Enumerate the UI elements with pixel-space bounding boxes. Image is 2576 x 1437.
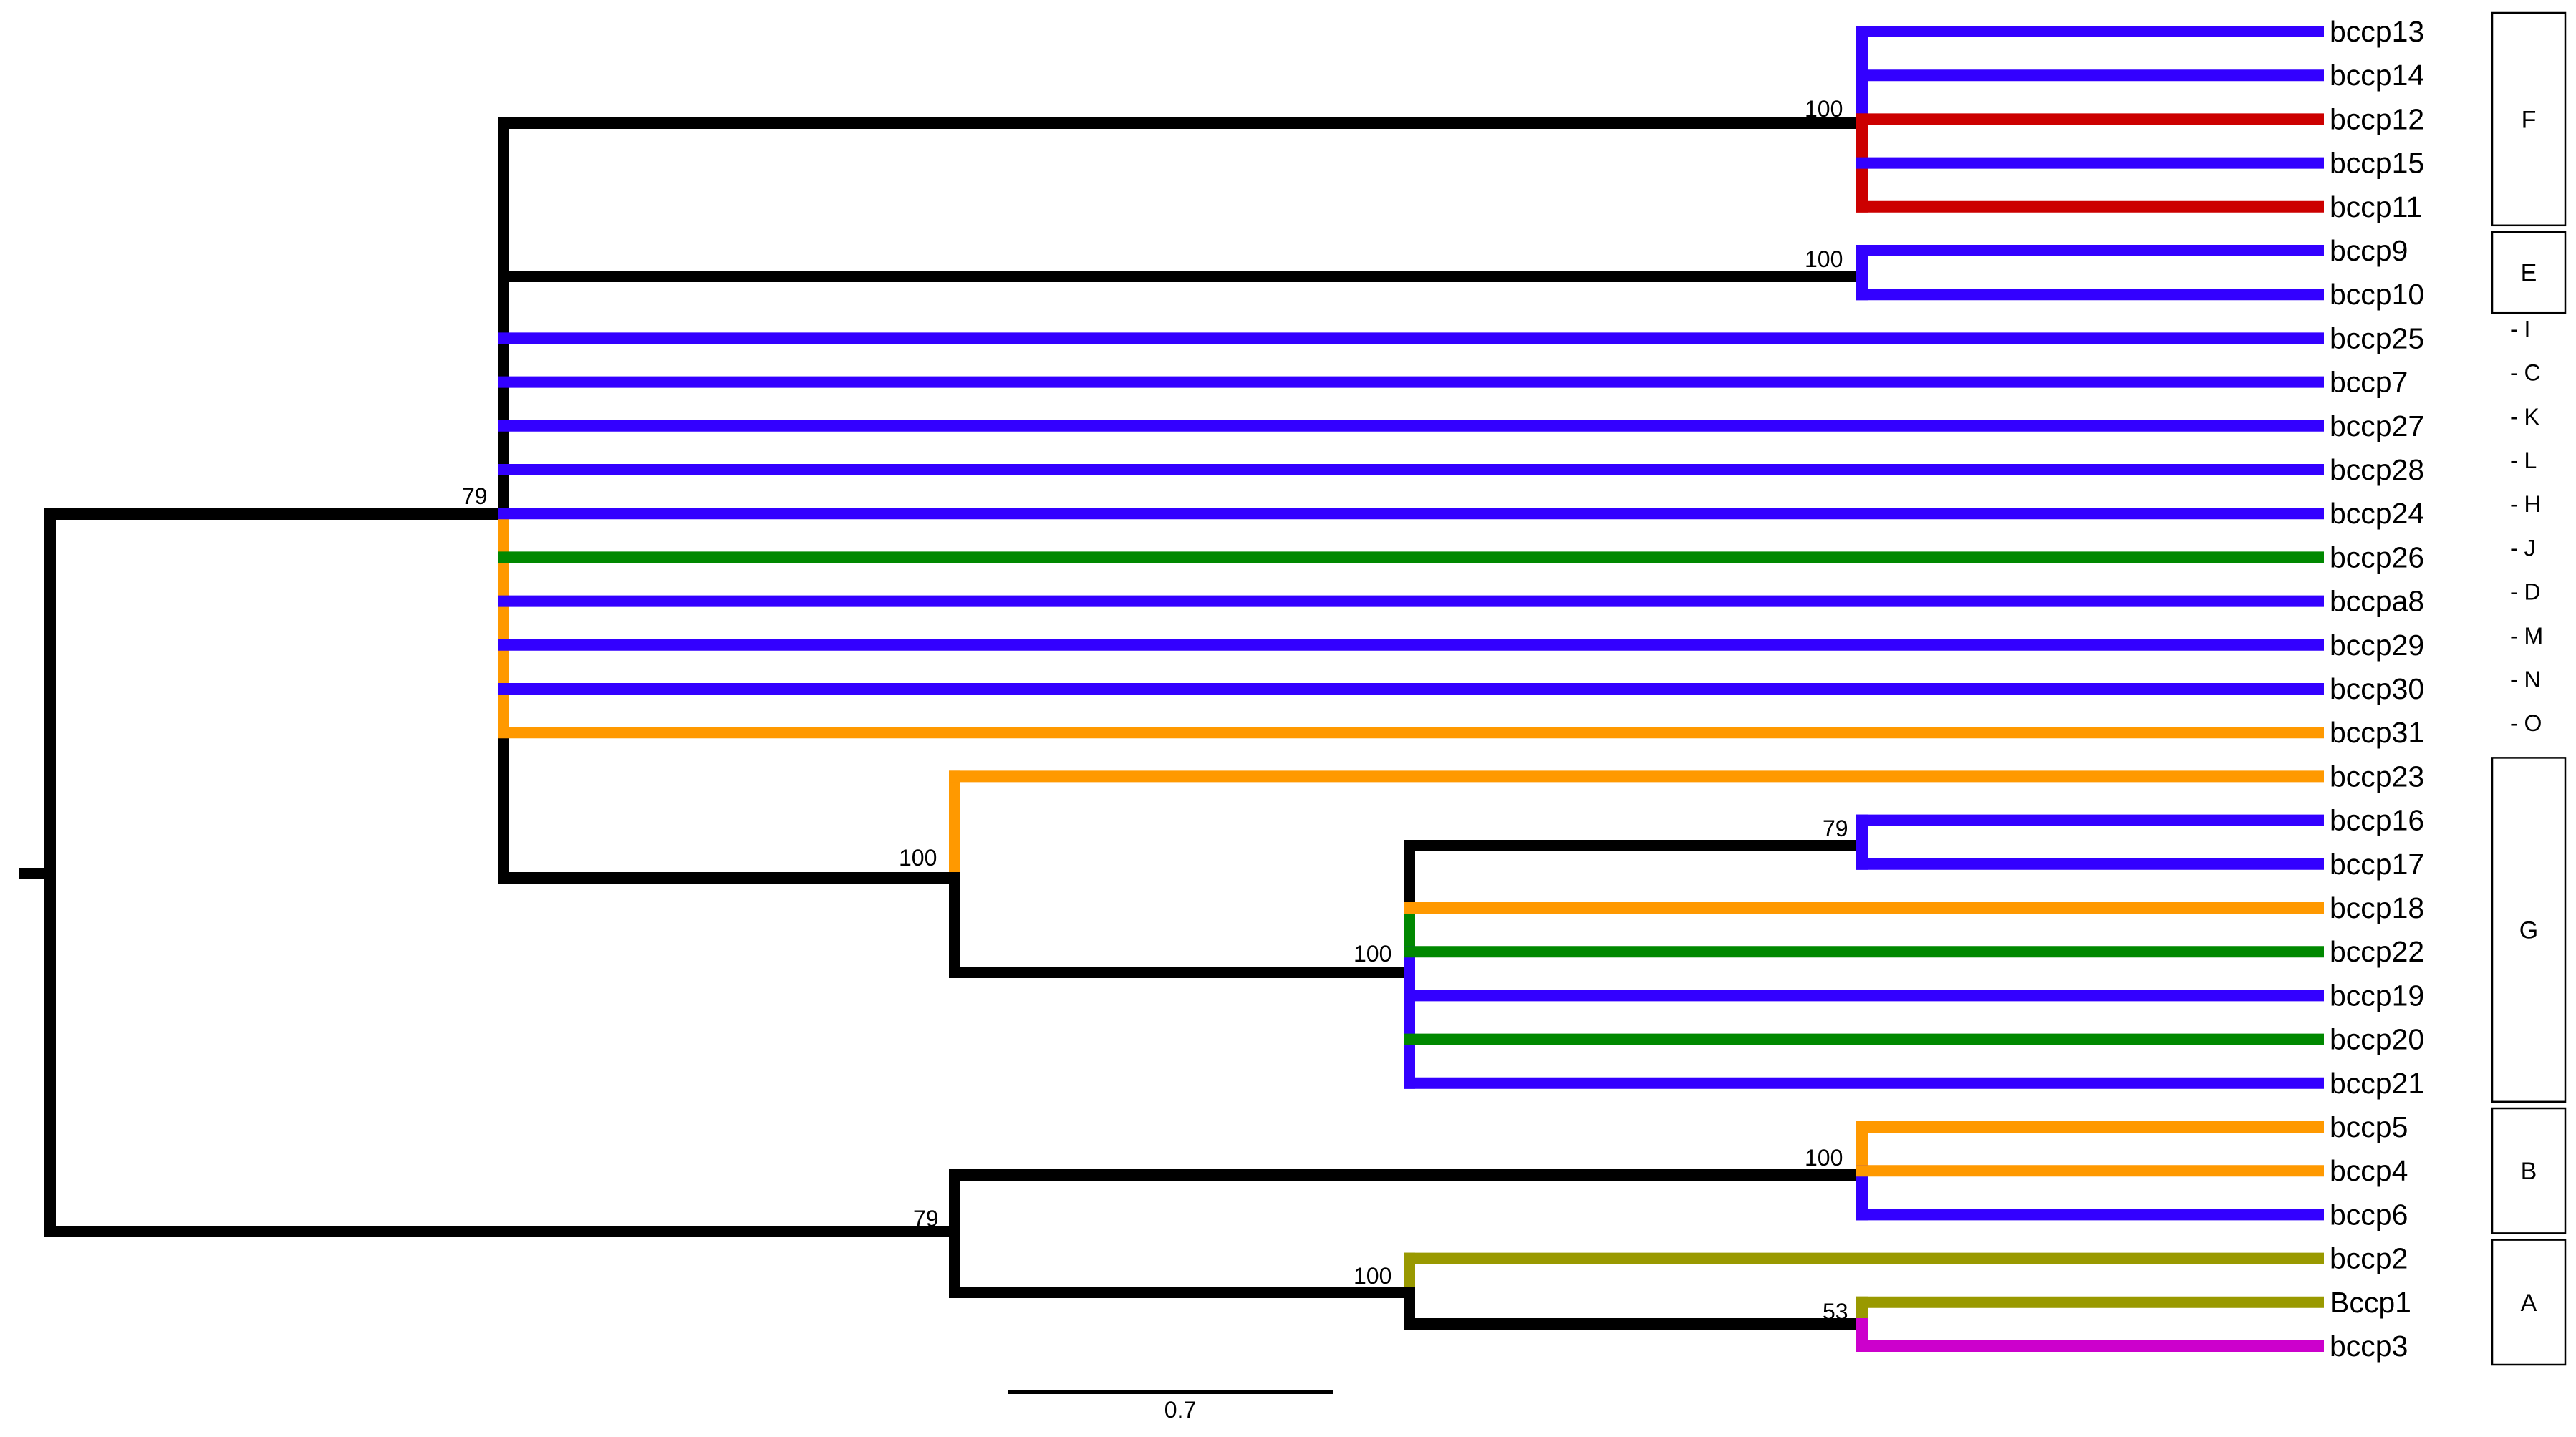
clade-label-A: A: [2521, 1290, 2537, 1317]
leaf-label-bccp22: bccp22: [2330, 935, 2424, 968]
leaf-label-bccp21: bccp21: [2330, 1067, 2424, 1100]
leaf-label-bccp25: bccp25: [2330, 321, 2424, 354]
leaf-label-bccp3: bccp3: [2330, 1330, 2408, 1363]
leaf-label-bccp14: bccp14: [2330, 59, 2424, 92]
leaf-label-bccp9: bccp9: [2330, 234, 2408, 267]
clade-label-G: G: [2519, 917, 2538, 944]
singleton-label-bccp27: - K: [2510, 404, 2539, 430]
leaf-label-bccp7: bccp7: [2330, 366, 2408, 399]
leaf-label-bccp15: bccp15: [2330, 147, 2424, 180]
tree-branches: [19, 26, 2324, 1352]
singleton-label-bccp30: - N: [2510, 667, 2541, 692]
leaf-label-bccp4: bccp4: [2330, 1154, 2408, 1187]
clade-box-E: [2491, 231, 2567, 314]
support-G: 100: [899, 845, 937, 871]
clade-box-B: [2491, 1107, 2567, 1234]
singleton-label-bccp7: - C: [2510, 360, 2541, 386]
clade-box-F: [2491, 11, 2567, 227]
clade-label-B: B: [2521, 1158, 2537, 1185]
leaf-label-bccp12: bccp12: [2330, 102, 2424, 135]
singleton-label-bccp25: - I: [2510, 316, 2530, 342]
leaf-label-bccp19: bccp19: [2330, 979, 2424, 1012]
support-A: 100: [1354, 1263, 1391, 1289]
support-G-inner: 100: [1354, 941, 1391, 967]
leaf-label-bccp11: bccp11: [2330, 190, 2422, 223]
singleton-label-bccp24: - H: [2510, 491, 2541, 517]
leaf-label-bccp18: bccp18: [2330, 891, 2424, 924]
clade-box-A: [2491, 1239, 2567, 1366]
leaf-label-bccp26: bccp26: [2330, 541, 2424, 574]
singleton-label-bccpa8: - D: [2510, 579, 2541, 605]
support-G-16-17: 79: [1823, 816, 1848, 841]
support-F: 100: [1805, 96, 1843, 122]
leaf-label-bccp6: bccp6: [2330, 1198, 2408, 1231]
support-AB: 79: [913, 1206, 939, 1232]
leaf-label-bccp27: bccp27: [2330, 410, 2424, 442]
leaf-label-bccp29: bccp29: [2330, 629, 2424, 662]
leaf-label-bccp31: bccp31: [2330, 716, 2424, 749]
leaf-label-bccp10: bccp10: [2330, 278, 2424, 311]
leaf-label-bccp13: bccp13: [2330, 15, 2424, 48]
support-E: 100: [1805, 246, 1843, 272]
clade-label-F: F: [2522, 106, 2537, 133]
leaf-labels: bccp13 bccp14 bccp12 bccp15 bccp11 bccp9 bccp1…: [2330, 15, 2424, 1363]
leaf-label-bccp23: bccp23: [2330, 760, 2424, 793]
singleton-label-bccp31: - O: [2510, 710, 2542, 736]
clade-box-G: [2491, 757, 2567, 1103]
scale-bar-label: 0.7: [1164, 1397, 1196, 1423]
singleton-group-labels: - I - C - K - L - H - J - D - M - N - O: [2510, 316, 2543, 736]
leaf-label-bccp17: bccp17: [2330, 848, 2424, 881]
leaf-label-bccp5: bccp5: [2330, 1111, 2408, 1143]
leaf-label-bccpa8: bccpa8: [2330, 585, 2424, 618]
leaf-label-bccp24: bccp24: [2330, 497, 2424, 530]
scale-bar: 0.7: [1008, 1390, 1333, 1423]
leaf-label-Bccp1: Bccp1: [2330, 1286, 2411, 1319]
support-B: 100: [1805, 1145, 1843, 1171]
leaf-label-bccp16: bccp16: [2330, 804, 2424, 837]
clade-label-E: E: [2521, 260, 2537, 287]
bootstrap-support-values: 100 100 79 100 100 79 79 100 100 53: [462, 96, 1848, 1325]
leaf-label-bccp20: bccp20: [2330, 1023, 2424, 1056]
support-A-1-3: 53: [1823, 1299, 1848, 1325]
singleton-label-bccp29: - M: [2510, 623, 2543, 649]
leaf-label-bccp2: bccp2: [2330, 1242, 2408, 1275]
singleton-label-bccp28: - L: [2510, 447, 2537, 473]
support-core: 79: [462, 483, 488, 509]
clade-annotations: F E G B A: [2491, 11, 2567, 1366]
leaf-label-bccp30: bccp30: [2330, 672, 2424, 705]
singleton-label-bccp26: - J: [2510, 535, 2536, 561]
leaf-label-bccp28: bccp28: [2330, 453, 2424, 486]
